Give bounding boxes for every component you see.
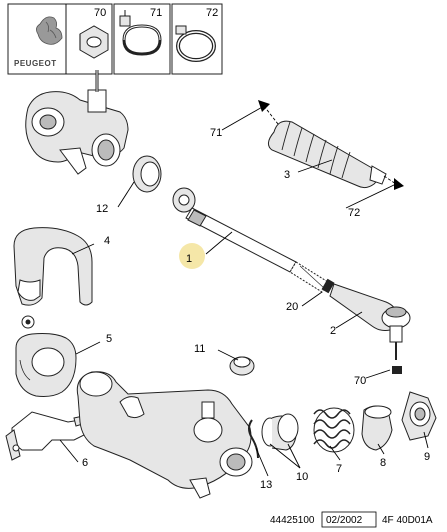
part-70-nut — [392, 366, 402, 374]
header-logo-box: PEUGEOT 70 — [7, 3, 113, 75]
highlight-marker — [179, 243, 205, 269]
part-20-locknut — [321, 278, 335, 294]
callout-70: 70 — [354, 375, 366, 387]
callout-71-arrow — [221, 100, 279, 131]
peugeot-lion-logo — [36, 16, 63, 45]
callout-12: 12 — [96, 203, 108, 215]
callout-10: 10 — [296, 471, 308, 483]
part-5-rubber-bushing — [15, 333, 77, 397]
callout-11: 11 — [194, 343, 205, 355]
footer: 44425100 02/2002 4F 40D01A — [270, 511, 433, 528]
footer-date-box — [321, 511, 377, 528]
callout-2: 2 — [330, 325, 336, 337]
callout-6: 6 — [82, 457, 88, 469]
box-72-number: 72 — [206, 7, 218, 19]
header-box-72: 72 — [171, 3, 223, 75]
callout-labels: 1 2 3 4 5 6 7 8 9 10 11 12 13 20 70 71 7… — [82, 127, 430, 491]
part-4-mount-bracket — [13, 227, 93, 329]
callout-1: 1 — [186, 253, 192, 265]
callout-72-arrow — [345, 175, 404, 209]
band-clamp-icon — [175, 25, 216, 62]
brand-name: PEUGEOT — [14, 59, 57, 68]
part-10-bearing — [261, 413, 299, 451]
rack-housing-lower — [76, 371, 253, 499]
footer-code: 4F 40D01A — [382, 515, 433, 526]
part-9-adjuster-nut — [401, 391, 437, 441]
hose-clamp-icon — [119, 10, 162, 56]
callout-71: 71 — [210, 127, 222, 139]
part-12-seal-ring — [132, 155, 162, 193]
part-3-boot — [268, 120, 387, 189]
part-11-cap — [229, 356, 255, 376]
box-70-number: 70 — [94, 7, 106, 19]
callout-72: 72 — [348, 207, 360, 219]
callout-8: 8 — [380, 457, 386, 469]
footer-date: 02/2002 — [326, 515, 363, 526]
callout-9: 9 — [424, 451, 430, 463]
nut-icon — [79, 25, 109, 59]
box-71-number: 71 — [150, 7, 162, 19]
callout-5: 5 — [106, 333, 112, 345]
callout-3: 3 — [284, 169, 290, 181]
part-7-spring — [313, 407, 355, 453]
header-box-71: 71 — [113, 3, 171, 75]
footer-reference: 44425100 — [270, 515, 315, 526]
part-8-plunger — [361, 405, 393, 451]
callout-4: 4 — [104, 235, 110, 247]
callout-13: 13 — [260, 479, 272, 491]
leader-lines — [59, 159, 429, 477]
callout-7: 7 — [336, 463, 342, 475]
callout-20: 20 — [286, 301, 298, 313]
rack-housing-top — [25, 70, 129, 175]
part-2-tie-rod-end — [329, 283, 411, 360]
part-1-tie-rod — [172, 187, 329, 293]
